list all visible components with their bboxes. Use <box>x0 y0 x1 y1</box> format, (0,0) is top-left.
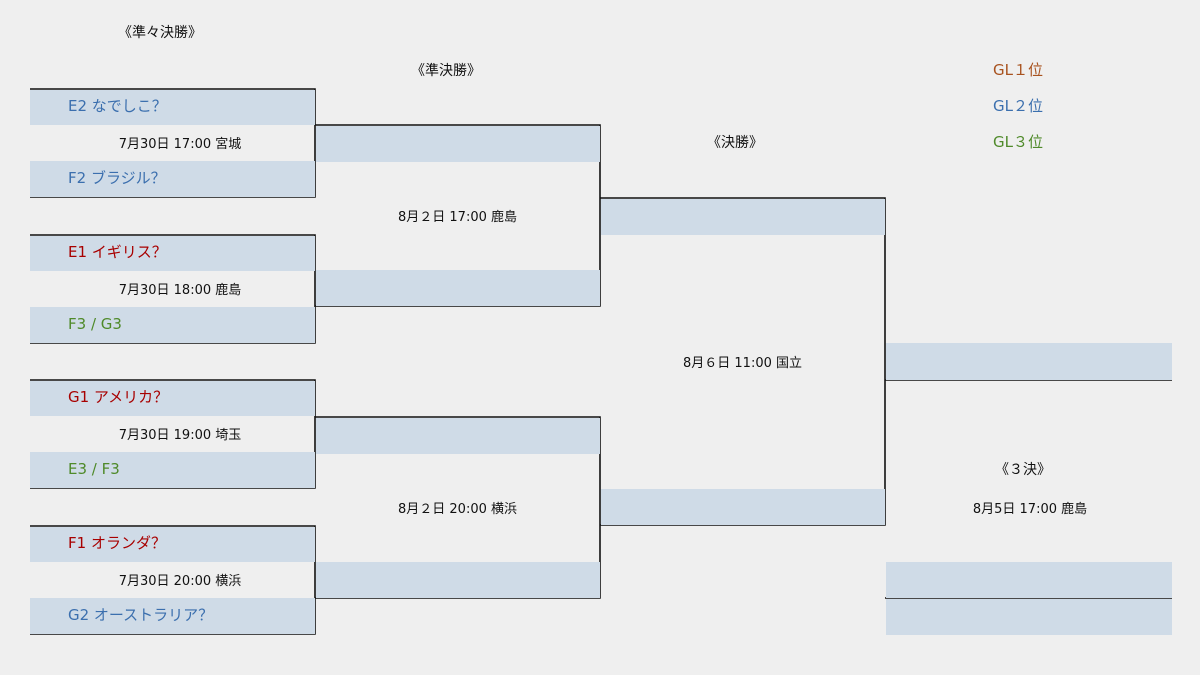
quarterfinal-heading: 《準々決勝》 <box>118 25 202 41</box>
legend-gl3: GL３位 <box>993 133 1043 151</box>
champion-slot <box>886 343 1172 380</box>
qf3-bottom-team: E3 / F3 <box>68 460 120 478</box>
final-top-slot <box>601 199 885 235</box>
qf1-bottom-slot <box>30 161 315 197</box>
qf1-top-team: E2 なでしこ？ <box>68 97 167 115</box>
qf4-match-info: 7月30日 20:00 横浜 <box>118 574 242 589</box>
qf4-bottom-slot <box>30 598 315 634</box>
qf2-match-info: 7月30日 18:00 鹿島 <box>118 283 242 298</box>
qf3-match-info: 7月30日 19:00 埼玉 <box>118 428 242 443</box>
sf1-match-info: 8月２日 17:00 鹿島 <box>398 210 517 225</box>
sf2-match-info: 8月２日 20:00 横浜 <box>398 502 517 517</box>
qf1-match-info: 7月30日 17:00 宮城 <box>118 137 242 152</box>
qf2-bottom-team: F3 / G3 <box>68 315 122 333</box>
third-place-heading: 《３決》 <box>995 462 1051 478</box>
sf2-bottom-slot <box>316 562 600 598</box>
legend-gl2: GL２位 <box>993 97 1043 115</box>
sf2-top-slot <box>316 418 600 454</box>
final-bottom-slot <box>601 489 885 525</box>
final-match-info: 8月６日 11:00 国立 <box>683 356 802 371</box>
qf2-bottom-slot <box>30 307 315 343</box>
qf3-bottom-slot <box>30 452 315 488</box>
qf3-top-slot <box>30 381 315 416</box>
qf4-bottom-team: G2 オーストラリア？ <box>68 606 214 624</box>
qf3-top-team: G1 アメリカ？ <box>68 388 169 406</box>
third-place-top-slot <box>886 562 1172 598</box>
qf1-top-slot <box>30 90 315 125</box>
legend-gl1: GL１位 <box>993 61 1043 79</box>
third-place-match-info: 8月5日 17:00 鹿島 <box>972 502 1088 517</box>
qf4-top-team: F1 オランダ？ <box>68 534 166 552</box>
qf1-bottom-team: F2 ブラジル？ <box>68 169 166 187</box>
sf1-bottom-slot <box>316 270 600 306</box>
final-heading: 《決勝》 <box>707 135 763 151</box>
qf2-top-slot <box>30 236 315 271</box>
sf1-top-slot <box>316 126 600 162</box>
semifinal-heading: 《準決勝》 <box>411 63 481 79</box>
qf2-top-team: E1 イギリス？ <box>68 243 167 261</box>
third-place-bottom-slot <box>886 599 1172 635</box>
qf4-top-slot <box>30 527 315 562</box>
